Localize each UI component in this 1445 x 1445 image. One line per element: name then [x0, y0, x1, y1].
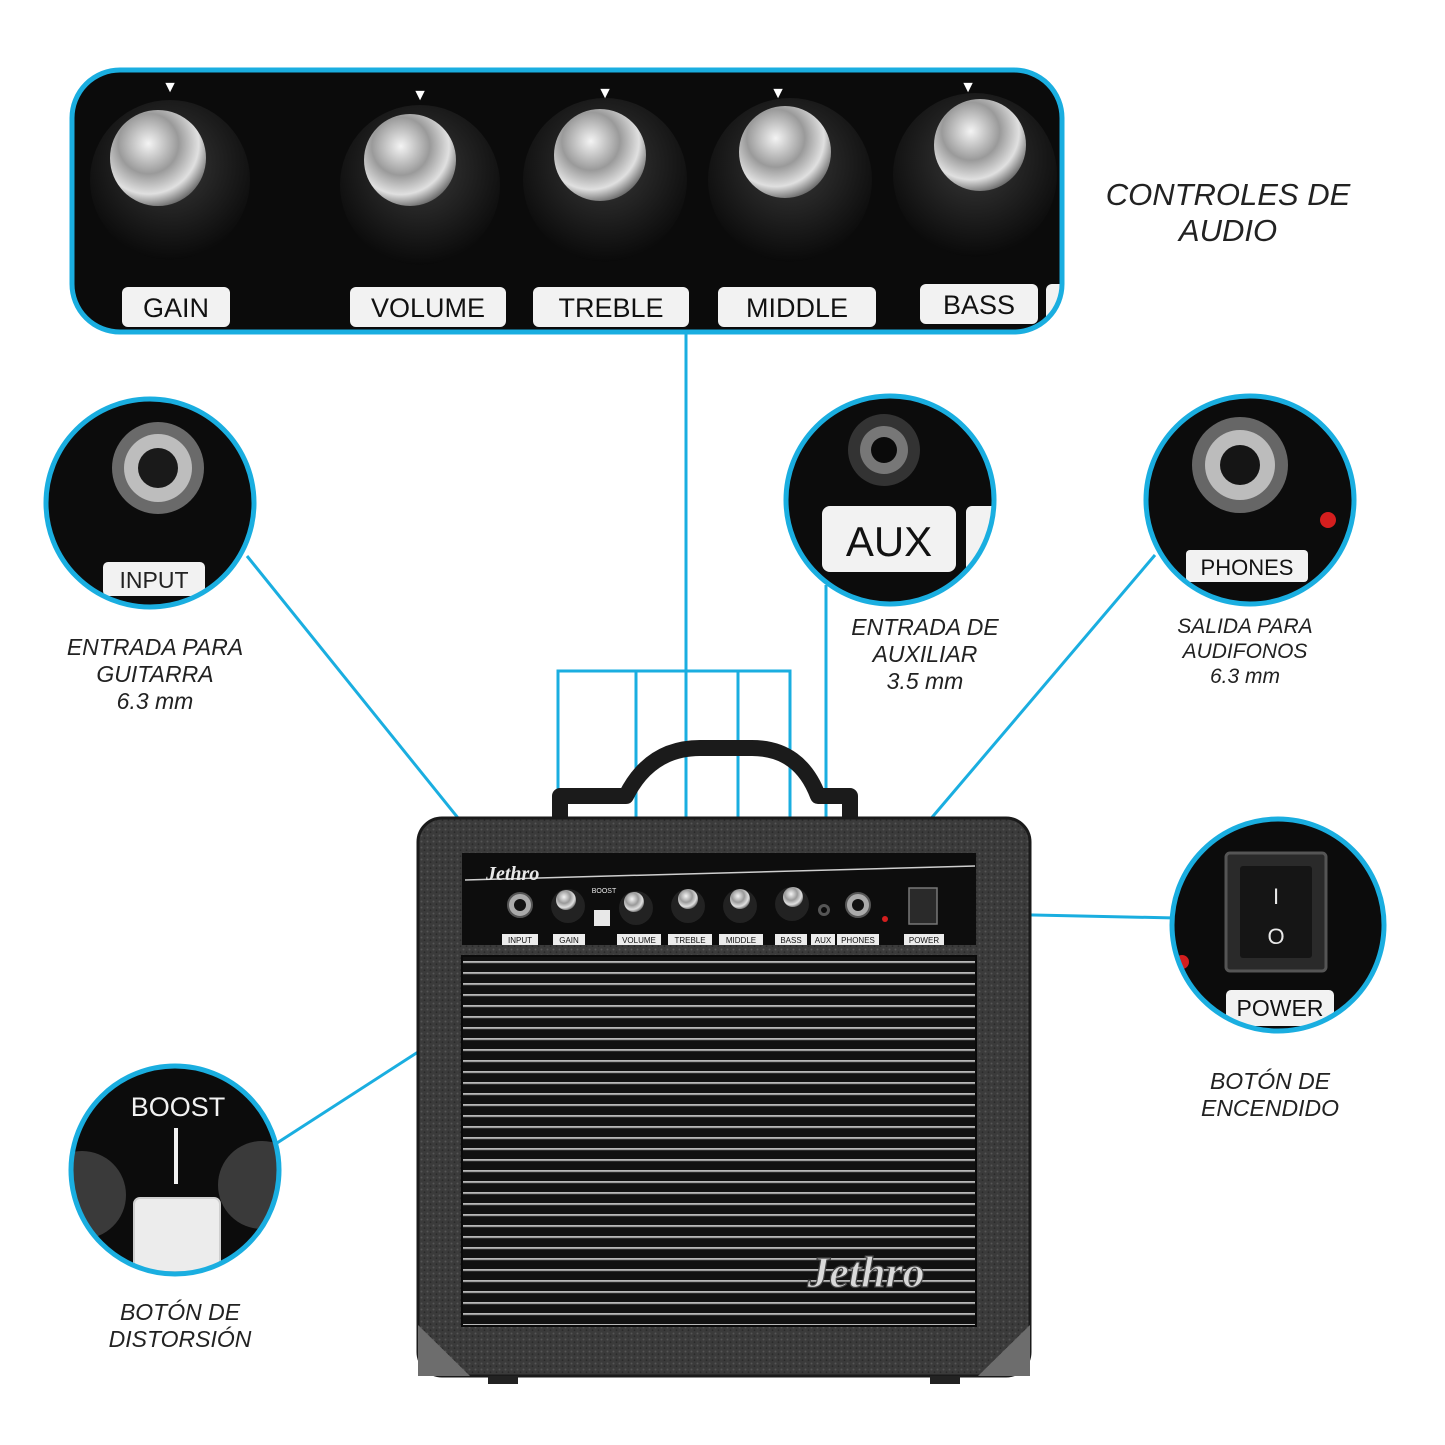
caption-entrada-guitarra: ENTRADA PARA GUITARRA 6.3 mm	[55, 634, 255, 715]
caption-line: 6.3 mm	[116, 688, 194, 714]
caption-line: AUXILIAR	[872, 641, 978, 667]
brand-logo-panel: Jethro	[485, 863, 539, 885]
caption-line: DISTORSIÓN	[108, 1326, 252, 1352]
zoom-boost: BOOST	[68, 1063, 282, 1277]
volume-label-zoom: VOLUME	[371, 293, 485, 323]
svg-text:▼: ▼	[162, 79, 178, 96]
knob-volume-zoom: ▼	[340, 87, 500, 265]
panel-label-bass: BASS	[780, 936, 801, 945]
knob-treble-zoom: ▼	[523, 85, 687, 262]
amp-corner-br	[978, 1325, 1030, 1376]
phones-label-zoom: PHONES	[1201, 555, 1294, 580]
caption-boton-encendido: BOTÓN DE ENCENDIDO	[1180, 1068, 1360, 1122]
boost-label-zoom: BOOST	[131, 1092, 226, 1122]
boost-button[interactable]	[594, 910, 610, 926]
aux-label-zoom: AUX	[846, 518, 932, 565]
boost-button-zoom	[133, 1197, 221, 1273]
caption-line: CONTROLES DE	[1105, 177, 1351, 212]
caption-line: 3.5 mm	[886, 668, 964, 694]
speaker-grille	[462, 956, 976, 1326]
svg-text:▼: ▼	[770, 85, 786, 102]
panel-label-middle: MIDDLE	[726, 936, 756, 945]
knob-middle[interactable]	[723, 889, 757, 923]
knob-treble[interactable]	[671, 889, 705, 923]
caption-line: BOTÓN DE	[1209, 1068, 1331, 1094]
svg-text:▼: ▼	[960, 79, 976, 96]
caption-line: ENTRADA DE	[851, 614, 999, 640]
bass-label-zoom: BASS	[943, 290, 1015, 320]
boost-label-panel: BOOST	[592, 888, 617, 895]
caption-line: BOTÓN DE	[119, 1299, 241, 1325]
panel-labels: INPUT GAIN VOLUME TREBLE MIDDLE BASS AUX…	[502, 934, 944, 945]
panel-label-treble: TREBLE	[674, 936, 705, 945]
caption-line: AUDIO	[1178, 213, 1278, 248]
connector-controls-bracket	[556, 669, 792, 872]
knob-bass[interactable]	[775, 887, 809, 921]
panel-label-volume: VOLUME	[622, 936, 656, 945]
caption-line: AUDIFONOS	[1182, 640, 1308, 663]
power-switch-off-mark: O	[1267, 924, 1284, 949]
knob-gain[interactable]	[551, 889, 585, 923]
panel-label-gain: GAIN	[559, 936, 579, 945]
zoom-aux: AUX	[783, 393, 997, 607]
caption-controles-de-audio: CONTROLES DE AUDIO	[1098, 177, 1358, 249]
panel-label-power: POWER	[909, 936, 939, 945]
caption-line: SALIDA PARA	[1177, 615, 1313, 638]
power-switch[interactable]	[908, 887, 938, 925]
amp-corner-bl	[418, 1325, 470, 1376]
caption-line: ENTRADA PARA	[66, 634, 244, 660]
caption-entrada-auxiliar: ENTRADA DE AUXILIAR 3.5 mm	[840, 614, 1010, 695]
panel-label-aux: AUX	[815, 936, 832, 945]
led-indicator-zoom	[1320, 512, 1336, 528]
power-switch-on-mark: I	[1273, 884, 1279, 909]
treble-label-zoom: TREBLE	[558, 293, 663, 323]
brand-logo-grille: Jethro	[806, 1248, 924, 1297]
zoom-phones: PHONES	[1143, 393, 1357, 607]
middle-label-zoom: MIDDLE	[746, 293, 848, 323]
panel-label-input: INPUT	[508, 936, 532, 945]
zoom-audio-controls: ▼ ▼ ▼ ▼ ▼	[69, 67, 1065, 335]
panel-label-phones: PHONES	[841, 936, 875, 945]
power-label-zoom: POWER	[1237, 995, 1324, 1021]
caption-salida-audifonos: SALIDA PARA AUDIFONOS 6.3 mm	[1160, 614, 1330, 689]
knob-middle-zoom: ▼	[708, 85, 872, 262]
knob-bass-zoom: ▼	[893, 79, 1057, 257]
knob-gain-zoom: ▼	[90, 79, 250, 260]
amplifier: Jethro BOOST INPUT GAIN VOLUME TREBLE	[416, 740, 1032, 1384]
knob-volume[interactable]	[619, 891, 653, 925]
gain-label-zoom: GAIN	[143, 293, 209, 323]
input-label-zoom: INPUT	[120, 567, 189, 593]
amp-handle	[552, 740, 858, 818]
caption-line: ENCENDIDO	[1200, 1095, 1339, 1121]
svg-text:▼: ▼	[597, 85, 613, 102]
caption-line: GUITARRA	[96, 661, 214, 687]
zoom-input: INPUT	[43, 396, 257, 610]
svg-text:▼: ▼	[412, 87, 428, 104]
zoom-power: I O POWER	[1169, 816, 1387, 1034]
caption-line: 6.3 mm	[1209, 665, 1280, 688]
caption-boton-distorsion: BOTÓN DE DISTORSIÓN	[90, 1299, 270, 1353]
led-indicator	[882, 916, 888, 922]
